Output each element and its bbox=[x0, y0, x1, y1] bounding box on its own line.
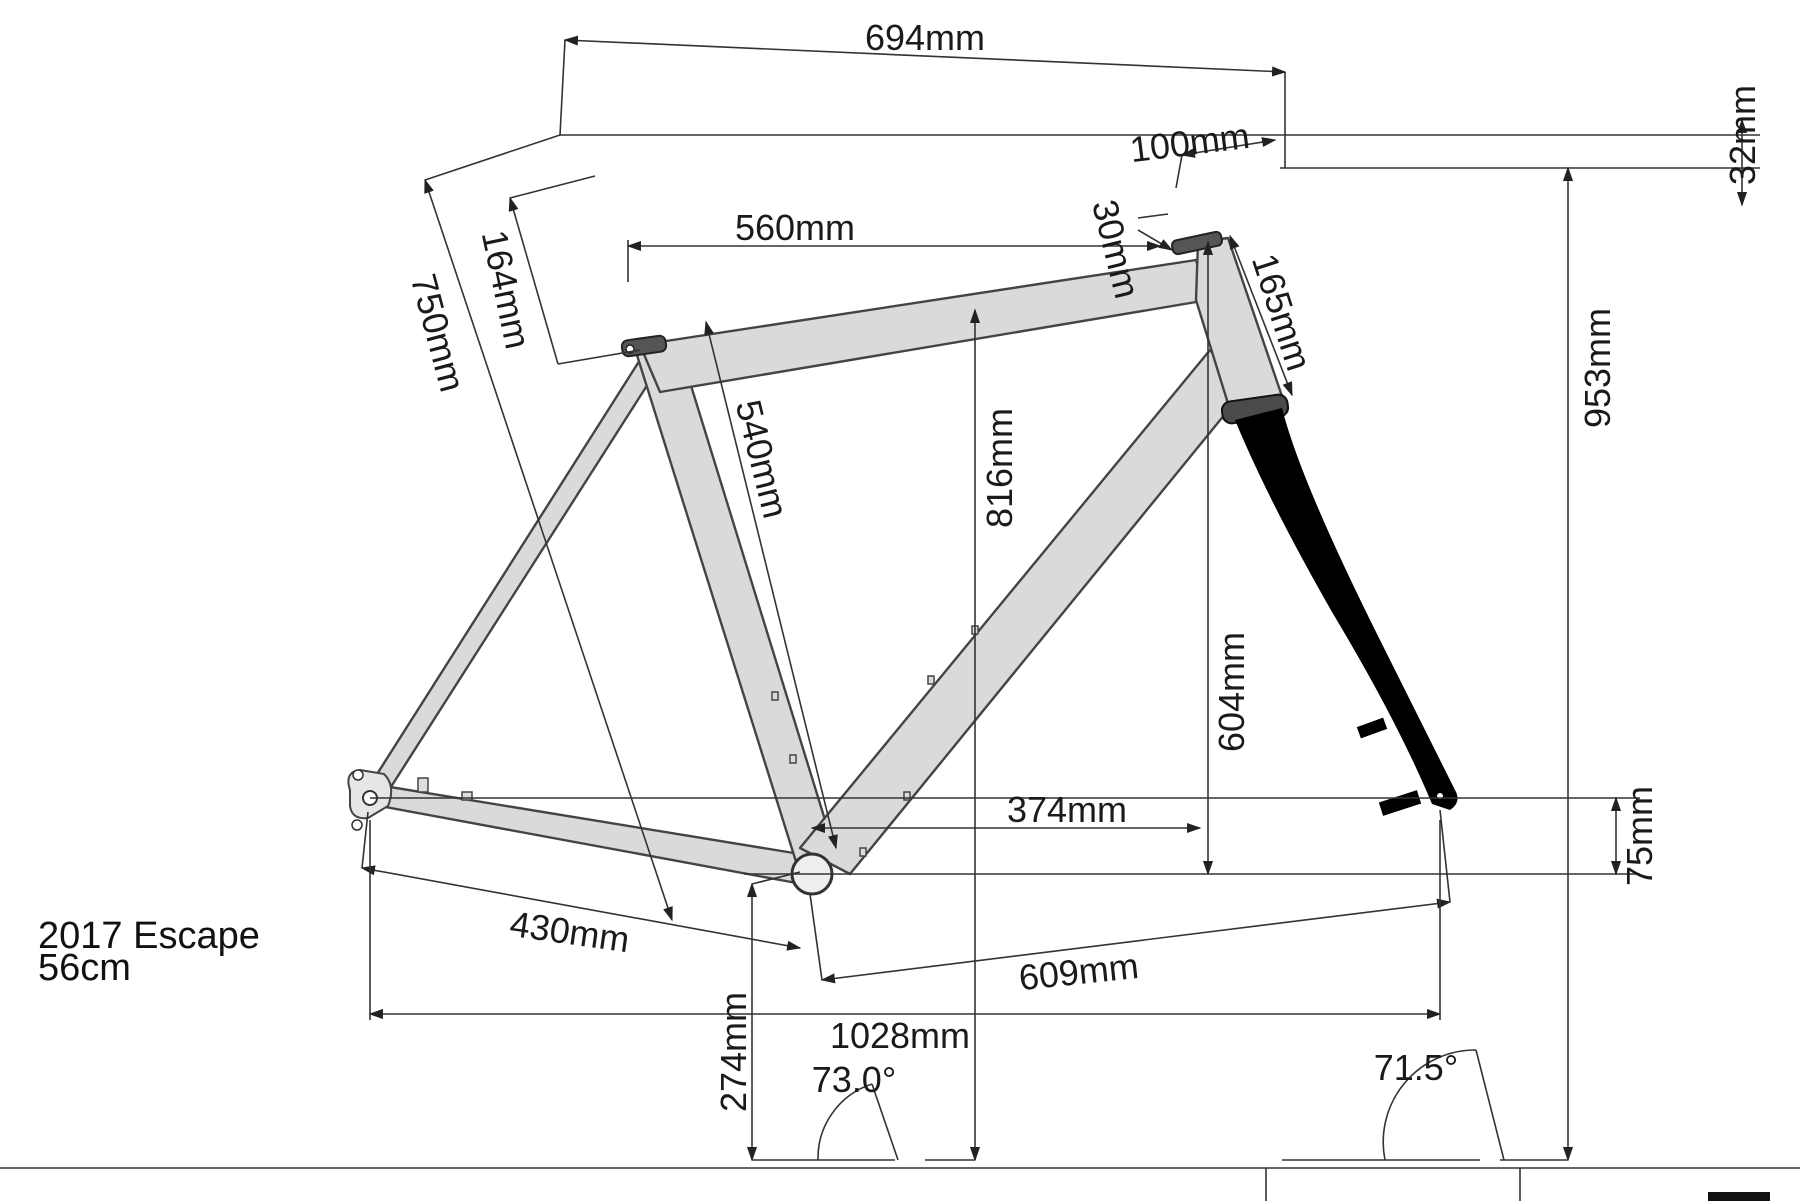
fork bbox=[1220, 393, 1458, 816]
label-816mm: 816mm bbox=[979, 408, 1020, 528]
model-size: 56cm bbox=[38, 947, 131, 989]
label-374mm: 374mm bbox=[1007, 789, 1127, 830]
label-540mm: 540mm bbox=[728, 396, 797, 522]
label-32mm: 32mm bbox=[1722, 85, 1763, 185]
chain-stay bbox=[370, 782, 814, 886]
model-title: 2017 Escape 56cm bbox=[38, 915, 260, 989]
rear-dropout bbox=[347, 768, 393, 831]
label-750mm: 750mm bbox=[403, 269, 474, 396]
label-seat-angle: 73.0° bbox=[812, 1059, 896, 1100]
label-164mm: 164mm bbox=[474, 226, 539, 352]
label-604mm: 604mm bbox=[1211, 632, 1252, 752]
seat-stay bbox=[370, 350, 664, 792]
label-75mm: 75mm bbox=[1619, 786, 1660, 886]
label-head-angle: 71.5° bbox=[1374, 1047, 1458, 1088]
dimension-lines bbox=[360, 35, 1760, 1162]
bike-frame bbox=[347, 230, 1287, 896]
label-274mm: 274mm bbox=[713, 992, 754, 1112]
label-100mm: 100mm bbox=[1128, 115, 1252, 170]
label-560mm: 560mm bbox=[735, 207, 855, 248]
model-name: 2017 Escape bbox=[38, 915, 260, 957]
label-1028mm: 1028mm bbox=[830, 1015, 970, 1056]
fork-blade bbox=[1235, 408, 1458, 810]
label-694mm: 694mm bbox=[865, 17, 985, 58]
label-953mm: 953mm bbox=[1577, 308, 1618, 428]
head-angle-arc bbox=[1382, 1049, 1505, 1161]
title-block-border bbox=[0, 1167, 1800, 1201]
seat-angle-arc bbox=[817, 1083, 899, 1161]
label-430mm: 430mm bbox=[507, 903, 632, 960]
